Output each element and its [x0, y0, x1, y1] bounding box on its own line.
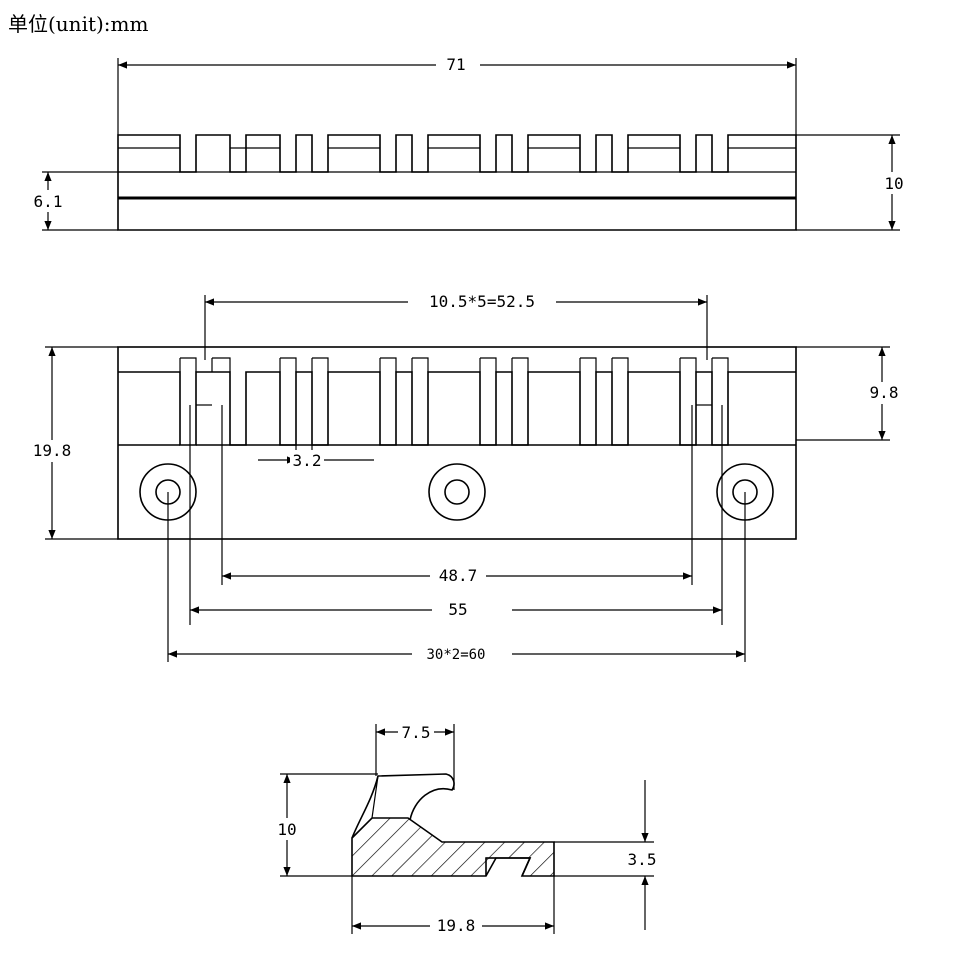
unit-label: 单位(unit):mm [8, 12, 149, 36]
top-view-slot-openings [179, 357, 729, 372]
side-view: 7.5 10 3.5 19.8 [270, 722, 656, 936]
dim-side-length: 19.8 [437, 916, 476, 935]
dim-hole-spacing: 30*2=60 [426, 647, 485, 663]
mounting-hole-center-bore [444, 479, 470, 505]
dim-overall-length: 71 [446, 55, 465, 74]
dim-hook-width: 7.5 [402, 723, 431, 742]
dim-outer-span: 55 [448, 600, 467, 619]
dim-side-height: 10 [277, 820, 296, 839]
top-view-outline [117, 346, 797, 540]
section-hook-profile [351, 773, 455, 839]
dim-base-thickness: 3.5 [628, 850, 657, 869]
dim-depth: 19.8 [33, 441, 72, 460]
dim-slot-depth: 9.8 [870, 383, 899, 402]
dim-base-height: 6.1 [34, 192, 63, 211]
top-view: 10.5*5=52.5 19.8 9.8 3.2 48.7 55 [26, 290, 904, 665]
dim-overall-height: 10 [884, 174, 903, 193]
mounting-hole-center [428, 463, 486, 521]
section-channel [485, 857, 532, 877]
dim-slot-width: 3.2 [293, 451, 322, 470]
section-hook-edge [371, 775, 379, 819]
section-hatched-body [351, 817, 555, 877]
dim-slot-pitch-total: 10.5*5=52.5 [429, 292, 535, 311]
dim-inner-span: 48.7 [439, 566, 478, 585]
front-view-outline [117, 134, 797, 231]
front-view: 71 10 6.1 [30, 54, 914, 231]
top-view-slot-profile [118, 371, 796, 446]
